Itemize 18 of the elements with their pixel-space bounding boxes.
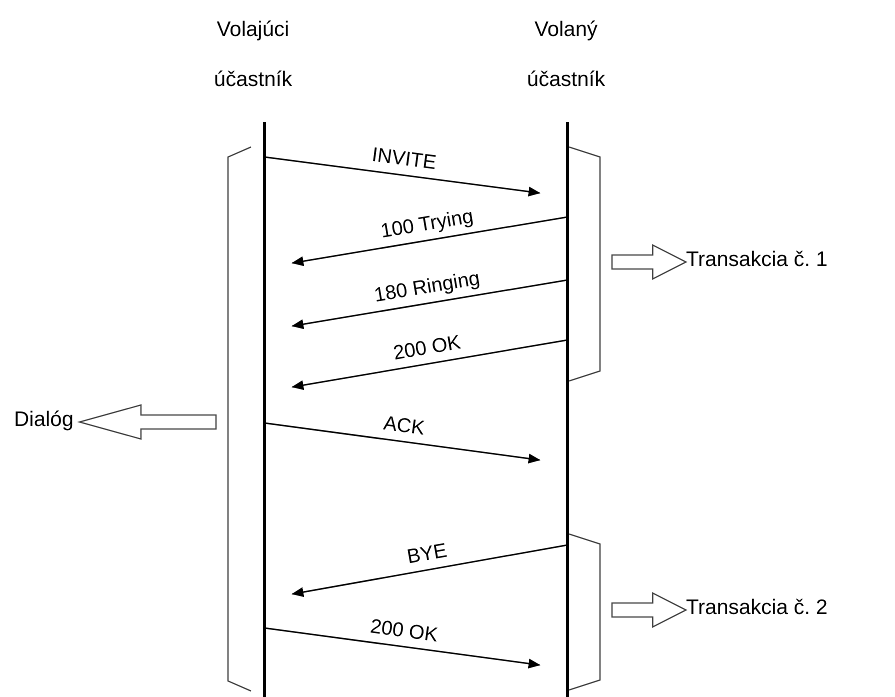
message-arrow	[292, 279, 568, 330]
message-arrow	[292, 339, 568, 390]
message-arrow	[264, 627, 540, 668]
participant-name: Volajúci účastník	[212, 17, 294, 93]
message-arrow	[264, 156, 540, 197]
block-arrow	[77, 404, 217, 440]
message-arrow	[264, 422, 540, 464]
participant-name: Volaný účastník	[526, 17, 606, 93]
annotation-text: Transakcia č. 2	[686, 596, 828, 620]
bracket	[568, 146, 602, 382]
annotation-text: Dialóg	[14, 408, 74, 432]
block-arrow	[611, 592, 688, 628]
bracket	[226, 146, 252, 692]
message-arrow	[292, 216, 568, 266]
annotation-text: Transakcia č. 1	[686, 248, 828, 272]
block-arrow	[611, 244, 688, 280]
bracket	[568, 533, 602, 691]
message-arrow	[292, 544, 568, 597]
